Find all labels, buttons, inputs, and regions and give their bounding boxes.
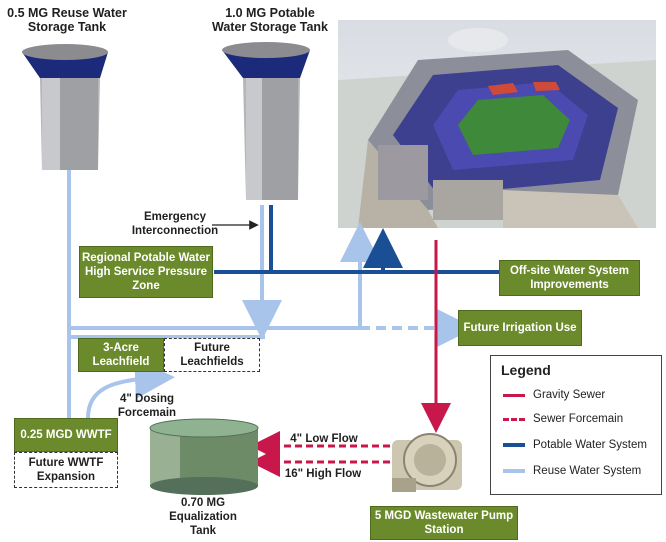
sewer-forcemain-swatch [503,417,525,421]
wwtf-box: 0.25 MGD WWTF [14,418,118,452]
legend-label: Potable Water System [533,439,647,451]
potable-water-swatch [503,443,525,447]
legend-label: Reuse Water System [533,465,642,477]
future-irrigation-box: Future Irrigation Use [458,310,582,346]
low-flow-label: 4" Low Flow [290,433,358,445]
acre-leachfield-box: 3-Acre Leachfield [78,338,164,372]
legend-title: Legend [501,362,551,378]
legend-label: Gravity Sewer [533,389,606,401]
dosing-forcemain-label: 4" Dosing Forcemain [117,393,177,419]
offsite-water-box: Off-site Water System Improvements [499,260,640,296]
legend-label: Sewer Forcemain [533,413,624,425]
pump-station-icon [392,433,462,492]
reuse-tank-icon [22,44,108,170]
equalization-tank-icon [149,418,259,495]
stadium-illustration [338,20,656,228]
potable-tank-icon [222,42,310,200]
high-flow-label: 16" High Flow [284,468,362,480]
legend: Legend Gravity Sewer Sewer Forcemain Pot… [490,355,662,495]
reuse-water-swatch [503,469,525,473]
legend-item-potable-water: Potable Water System [503,438,647,452]
legend-item-reuse-water: Reuse Water System [503,464,641,478]
reuse-tank-label: 0.5 MG Reuse Water Storage Tank [7,6,127,34]
future-wwtf-box: Future WWTF Expansion [14,452,118,488]
future-leachfields-box: Future Leachfields [164,338,260,372]
sewer-lines [250,240,451,477]
equalization-tank-label: 0.70 MG Equalization Tank [169,497,237,537]
potable-water-lines [214,205,500,274]
gravity-sewer-swatch [503,393,525,397]
potable-tank-label: 1.0 MG Potable Water Storage Tank [212,6,328,34]
legend-item-sewer-forcemain: Sewer Forcemain [503,412,623,426]
emergency-interconnection-label: Emergency Interconnection [131,211,219,237]
pump-station-box: 5 MGD Wastewater Pump Station [370,506,518,540]
legend-item-gravity-sewer: Gravity Sewer [503,388,605,402]
regional-potable-box: Regional Potable Water High Service Pres… [79,246,213,298]
reuse-water-lines [67,170,475,420]
